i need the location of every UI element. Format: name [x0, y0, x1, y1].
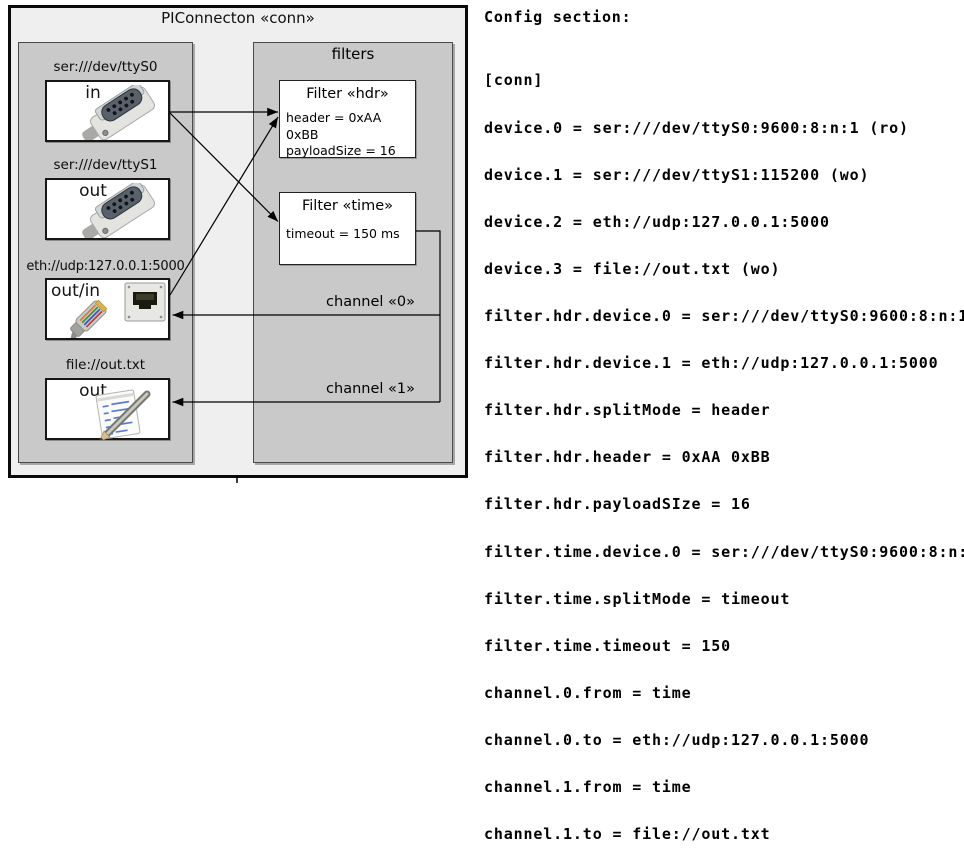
filter-hdr-box: Filter «hdr» header = 0xAA 0xBB payloadS… — [279, 80, 416, 158]
channel-1-label: channel «1» — [326, 381, 415, 397]
config-line: filter.hdr.device.0 = ser:///dev/ttyS0:9… — [484, 306, 964, 325]
diagram-title: PIConnecton «conn» — [161, 9, 315, 27]
notepad-pencil-icon — [95, 389, 151, 440]
ethernet-icon — [70, 282, 166, 338]
device-port-direction: in — [85, 83, 101, 103]
filter-hdr-title: Filter «hdr» — [306, 86, 389, 102]
device-label-eth: eth://udp:127.0.0.1:5000 — [26, 259, 185, 274]
device-box-eth: out/in — [45, 278, 170, 340]
config-line: channel.0.to = eth://udp:127.0.0.1:5000 — [484, 730, 870, 749]
config-section-body: [conn] device.0 = ser:///dev/ttyS0:9600:… — [484, 42, 964, 859]
filter-hdr-prop-payloadsize: payloadSize = 16 — [286, 143, 396, 158]
filter-time-prop-timeout: timeout = 150 ms — [286, 226, 400, 241]
config-line: device.1 = ser:///dev/ttyS1:115200 (wo) — [484, 165, 870, 184]
config-line: filter.time.splitMode = timeout — [484, 589, 791, 608]
serial-connector-icon — [82, 183, 156, 238]
filter-hdr-prop-header: header = 0xAA 0xBB — [286, 110, 382, 142]
config-line: device.3 = file://out.txt (wo) — [484, 259, 781, 278]
device-box-ttys1: out — [45, 178, 170, 240]
device-label-ttys1: ser:///dev/ttyS1 — [53, 157, 158, 173]
config-line: filter.time.timeout = 150 — [484, 636, 732, 655]
config-line: filter.hdr.splitMode = header — [484, 401, 771, 420]
filter-time-box: Filter «time» timeout = 150 ms — [279, 192, 416, 265]
config-line: filter.hdr.payloadSIze = 16 — [484, 495, 751, 514]
device-box-ttys0: in — [45, 80, 170, 142]
config-line: filter.hdr.header = 0xAA 0xBB — [484, 448, 771, 467]
config-line: filter.time.device.0 = ser:///dev/ttyS0:… — [484, 542, 964, 561]
config-line: [conn] — [484, 71, 544, 90]
config-section-heading: Config section: — [484, 8, 632, 26]
config-line: device.2 = eth://udp:127.0.0.1:5000 — [484, 212, 830, 231]
device-label-file: file://out.txt — [65, 357, 146, 373]
config-line: channel.1.from = time — [484, 778, 692, 797]
config-line: channel.1.to = file://out.txt — [484, 825, 771, 844]
filter-time-title: Filter «time» — [301, 198, 394, 214]
device-box-file: out — [45, 378, 170, 440]
device-label-ttys0: ser:///dev/ttyS0 — [53, 59, 158, 75]
serial-connector-icon — [82, 85, 156, 140]
channel-0-label: channel «0» — [326, 294, 415, 310]
device-port-direction: out/in — [51, 281, 101, 301]
config-line: channel.0.from = time — [484, 683, 692, 702]
config-line: device.0 = ser:///dev/ttyS0:9600:8:n:1 (… — [484, 118, 909, 137]
device-port-direction: out — [79, 181, 107, 201]
config-line: filter.hdr.device.1 = eth://udp:127.0.0.… — [484, 354, 939, 373]
filters-group-title: filters — [331, 45, 375, 63]
